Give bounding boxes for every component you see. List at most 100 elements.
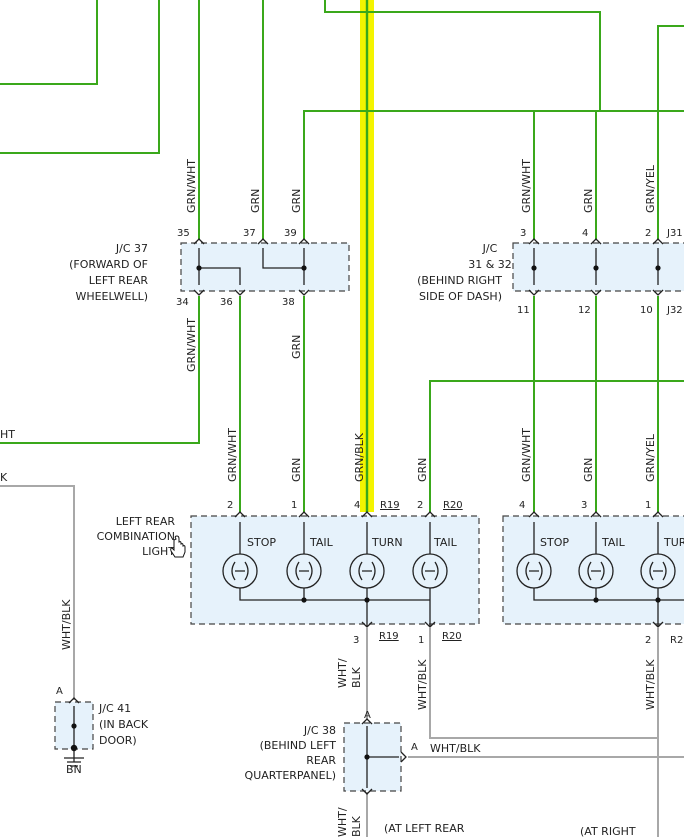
jc37-label-3: LEFT REAR (89, 274, 149, 287)
left-lamp-pin-3: 3 (353, 635, 359, 646)
right-lamp-pin-4: 4 (519, 500, 525, 511)
left-lamp-pin-2b: 2 (417, 500, 423, 511)
wire-wht-blk-jc41[interactable] (0, 485, 75, 700)
label-wht-blk-jc38: WHT/BLK (430, 742, 481, 755)
left-lamp-pin-4: 4 (354, 500, 360, 511)
wire-labels: GRN/WHT GRN GRN GRN/WHT GRN GRN/YEL GRN/… (0, 159, 657, 837)
jc37-box (180, 242, 350, 292)
right-lamp-stop: STOP (540, 536, 569, 549)
jc37-label-4: WHEELWELL) (75, 290, 148, 303)
wire-grn-top-right[interactable] (324, 0, 601, 110)
jc32-pin-10: 10 (640, 305, 653, 316)
jc38-pin-a: A (411, 742, 418, 753)
jc31-pin-2: 2 (645, 228, 651, 239)
left-lamp-bulb-tail (286, 553, 322, 589)
left-lamp-label-2: COMBINATION (97, 530, 175, 543)
right-lamp-bulb-turn (640, 553, 676, 589)
wire-grn-top-left-2[interactable] (0, 0, 98, 85)
wire-grn-top-left[interactable] (0, 0, 160, 154)
label-grn-wht-34: GRN/WHT (185, 318, 198, 372)
left-lamp-r19-bottom: R19 (379, 631, 399, 642)
right-lamp-bottom-label: (AT RIGHT (580, 825, 636, 837)
jc38-bottom-label: (AT LEFT REAR (384, 822, 465, 835)
jc38-junction[interactable]: A A J/C 38 (BEHIND LEFT REAR QUARTERPANE… (245, 710, 465, 835)
label-grn-r20: GRN (416, 458, 429, 482)
white-wires (0, 485, 684, 837)
jc32-pin-11: 11 (517, 305, 530, 316)
label-wht-blk-r20: WHT/BLK (416, 659, 429, 710)
left-lamp-r20: R20 (443, 500, 463, 511)
left-lamp-r20-bottom: R20 (442, 631, 462, 642)
label-grn-wht-36: GRN/WHT (226, 428, 239, 482)
left-lamp-r19: R19 (380, 500, 400, 511)
label-grn-12: GRN (582, 458, 595, 482)
jc38-pin-top: A (364, 710, 371, 721)
right-rear-combination-light[interactable]: STOP TAIL TUR 4 3 1 2 R2 (AT RIGHT (502, 500, 684, 837)
label-partial-k: K (0, 471, 8, 484)
left-lamp-bulb-turn (349, 553, 385, 589)
jc41-pin-a: A (56, 686, 63, 697)
label-grn-37: GRN (249, 189, 262, 213)
label-grn-wht-11: GRN/WHT (520, 428, 533, 482)
label-grn-blk: GRN/BLK (353, 432, 366, 482)
jc41-junction[interactable]: A BN J/C 41 (IN BACK DOOR) (54, 686, 149, 776)
left-lamp-turn: TURN (371, 536, 403, 549)
left-lamp-pin-1: 1 (291, 500, 297, 511)
right-lamp-pin-1: 1 (645, 500, 651, 511)
wire-grn-39[interactable] (303, 110, 684, 240)
jc31-label-1: J/C (482, 242, 498, 255)
hand-pointer-icon (170, 535, 186, 558)
jc38-label-3: REAR (306, 754, 336, 767)
jc41-label-2: (IN BACK (99, 718, 149, 731)
jc38-label-2: (BEHIND LEFT (260, 739, 337, 752)
jc32-pin-12: 12 (578, 305, 591, 316)
right-lamp-pin-2: 2 (645, 635, 651, 646)
left-lamp-tail-2: TAIL (433, 536, 458, 549)
right-lamp-r2: R2 (670, 635, 683, 646)
right-lamp-bulb-tail (578, 553, 614, 589)
label-wht-blk-jc41: WHT/BLK (60, 599, 73, 650)
jc37-pin-38: 38 (282, 297, 295, 308)
ground-icon (64, 757, 84, 767)
jc31-label-2: 31 & 32 (468, 258, 512, 271)
label-wht-bottom-1: WHT/ (336, 807, 349, 837)
label-grn-39: GRN (290, 189, 303, 213)
label-wht-split-1: WHT/ (336, 658, 349, 688)
jc31-32-junction[interactable]: 3 4 2 J31 11 12 10 J32 J/C 31 & 32 (BEHI… (417, 228, 684, 316)
right-lamp-tail: TAIL (601, 536, 626, 549)
jc37-pin-36: 36 (220, 297, 233, 308)
wire-grn-yel-2[interactable] (657, 25, 684, 240)
jc37-label-2: (FORWARD OF (69, 258, 148, 271)
right-lamp-bulb-stop (516, 553, 552, 589)
label-grn-wht-3: GRN/WHT (520, 159, 533, 213)
label-partial-ht: HT (0, 428, 15, 441)
right-lamp-turn: TUR (663, 536, 684, 549)
left-lamp-pin-1b: 1 (418, 635, 424, 646)
jc31-label-4: SIDE OF DASH) (419, 290, 502, 303)
jc38-label-1: J/C 38 (303, 724, 336, 737)
left-rear-combination-light[interactable]: STOP TAIL TURN TAIL 2 1 4 R19 2 R20 3 R1… (97, 500, 480, 646)
left-lamp-label-3: LIGHT (142, 545, 175, 558)
jc37-pin-35: 35 (177, 228, 190, 239)
jc37-pin-37: 37 (243, 228, 256, 239)
wire-grn-r20[interactable] (429, 380, 684, 512)
label-grn-yel-2: GRN/YEL (644, 164, 657, 213)
left-lamp-pin-2: 2 (227, 500, 233, 511)
label-grn-yel-10: GRN/YEL (644, 433, 657, 482)
wire-grn-wht-34[interactable] (0, 296, 200, 444)
left-lamp-stop: STOP (247, 536, 276, 549)
jc31-pin-4: 4 (582, 228, 588, 239)
jc41-ground-label: BN (66, 763, 82, 776)
wire-wht-blk-r20[interactable] (429, 628, 658, 739)
jc41-label-3: DOOR) (99, 734, 137, 747)
label-wht-bottom-2: BLK (350, 815, 363, 837)
jc31-pin-3: 3 (520, 228, 526, 239)
jc37-label-1: J/C 37 (115, 242, 148, 255)
label-grn-wht-35: GRN/WHT (185, 159, 198, 213)
jc37-pin-34: 34 (176, 297, 189, 308)
label-wht-blk-right: WHT/BLK (644, 659, 657, 710)
jc37-junction[interactable]: 35 37 39 34 36 38 J/C 37 (FORWARD OF LEF… (69, 228, 350, 308)
jc31-label-3: (BEHIND RIGHT (417, 274, 502, 287)
